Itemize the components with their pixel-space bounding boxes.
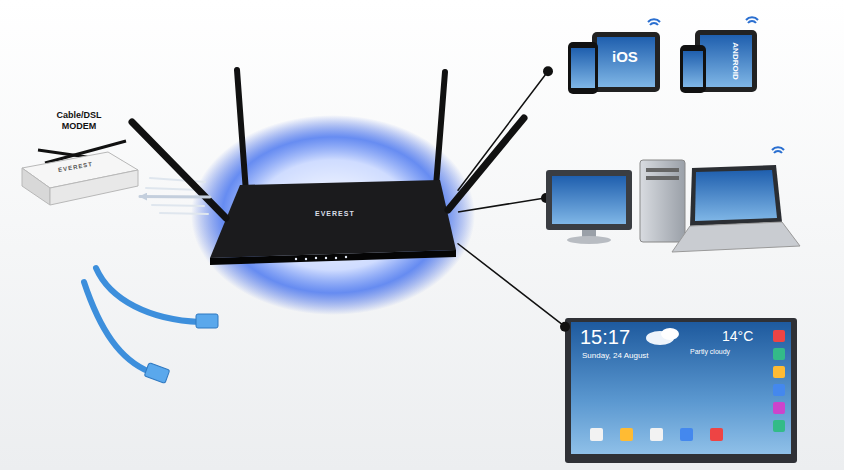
clock-time: 15:17 <box>580 326 630 349</box>
router: EVEREST <box>210 180 458 265</box>
connection-line <box>458 66 553 190</box>
os-label: iOS <box>612 48 638 65</box>
modem: Cable/DSL MODEM EVEREST <box>18 108 140 216</box>
brand-name: EVEREST <box>315 210 355 217</box>
temperature: 14°C <box>722 328 753 344</box>
android-device: ANDROID <box>678 28 762 96</box>
signal-arrow <box>140 196 210 197</box>
connector-dot <box>543 66 553 76</box>
connector-line <box>140 195 210 198</box>
connector-line <box>458 244 565 327</box>
brand-name: EVEREST <box>58 161 94 173</box>
connector-line <box>458 71 548 190</box>
date-text: Sunday, 24 August <box>582 351 649 360</box>
connection-line <box>458 244 570 332</box>
smart-tv: 15:17Sunday, 24 August 14°C Partly cloudy <box>565 318 797 463</box>
device-label: Cable/DSL MODEM <box>46 110 112 132</box>
os-label: ANDROID <box>730 42 740 79</box>
ios-device: iOS <box>548 28 664 100</box>
connector-dot <box>560 322 570 332</box>
weather-text: Partly cloudy <box>690 348 730 355</box>
